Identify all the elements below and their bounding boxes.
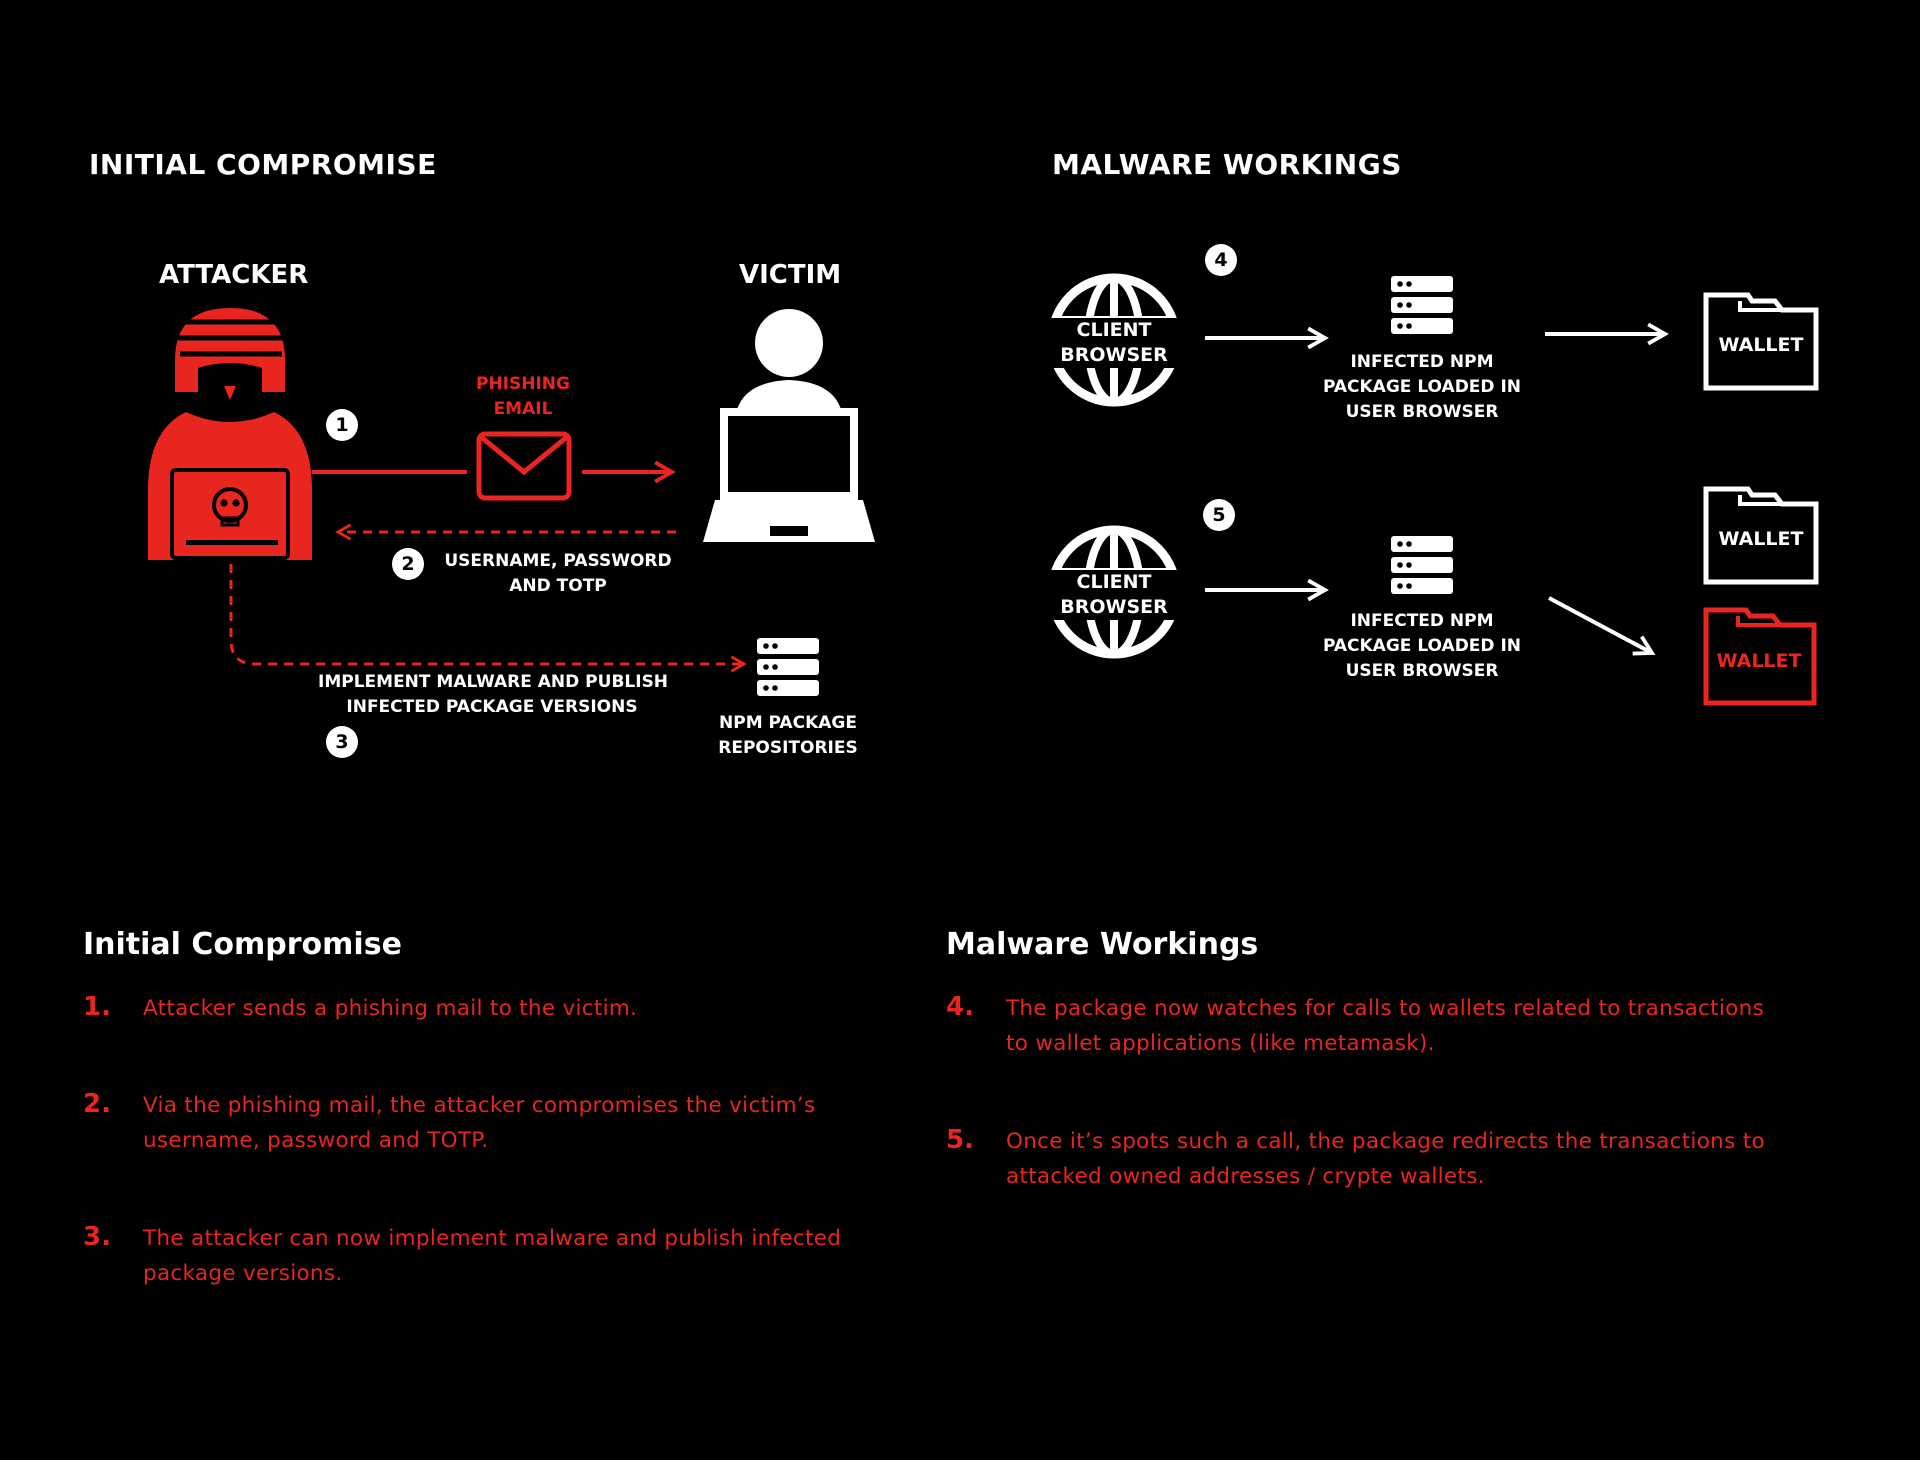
npm-repositories-label: NPM PACKAGE REPOSITORIES xyxy=(718,713,858,758)
step-number: 4. xyxy=(946,992,974,1022)
wallet-folder-icon-4 xyxy=(1703,292,1819,391)
step-item-1: 1. Attacker sends a phishing mail to the… xyxy=(83,991,637,1026)
skull-icon xyxy=(212,487,248,527)
wallet-label-5b-attacker: WALLET xyxy=(1716,650,1802,672)
attacker-label: ATTACKER xyxy=(159,260,309,290)
step-number: 1. xyxy=(83,992,111,1022)
step-item-5: 5. Once it’s spots such a call, the pack… xyxy=(946,1124,1765,1194)
wallet-label-5a: WALLET xyxy=(1718,528,1804,550)
malware-publish-label: IMPLEMENT MALWARE AND PUBLISH INFECTED P… xyxy=(318,672,669,717)
step-badge-1: 1 xyxy=(326,409,358,441)
infected-package-label-4: INFECTED NPM PACKAGE LOADED IN USER BROW… xyxy=(1322,352,1522,422)
envelope-icon xyxy=(476,431,572,501)
client-browser-label-5: CLIENT BROWSER xyxy=(1039,570,1189,620)
wallet-label-4: WALLET xyxy=(1718,334,1804,356)
step-item-2: 2. Via the phishing mail, the attacker c… xyxy=(83,1088,815,1158)
credentials-label: USERNAME, PASSWORD AND TOTP xyxy=(444,551,672,596)
step-number: 2. xyxy=(83,1089,111,1119)
phishing-email-label: PHISHING EMAIL xyxy=(476,374,570,419)
infected-package-server-icon-4 xyxy=(1391,276,1453,334)
step-item-3: 3. The attacker can now implement malwar… xyxy=(83,1221,841,1291)
step-text: The attacker can now implement malware a… xyxy=(143,1226,842,1286)
infected-package-label-5: INFECTED NPM PACKAGE LOADED IN USER BROW… xyxy=(1322,611,1522,681)
client-browser-label-4: CLIENT BROWSER xyxy=(1039,318,1189,368)
step-item-4: 4. The package now watches for calls to … xyxy=(946,991,1764,1061)
step-badge-4: 4 xyxy=(1205,244,1237,276)
step-badge-2: 2 xyxy=(392,548,424,580)
attacker-icon xyxy=(148,308,312,560)
step-text: Via the phishing mail, the attacker comp… xyxy=(143,1093,816,1153)
step-badge-3: 3 xyxy=(326,726,358,758)
step-badge-5: 5 xyxy=(1203,499,1235,531)
step-text: Once it’s spots such a call, the package… xyxy=(1006,1129,1765,1189)
wallet-folder-icon-5b-attacker xyxy=(1703,607,1817,706)
step-text: Attacker sends a phishing mail to the vi… xyxy=(143,996,638,1021)
diagram-title-initial-compromise: INITIAL COMPROMISE xyxy=(89,148,437,181)
step-number: 3. xyxy=(83,1222,111,1252)
step-number: 5. xyxy=(946,1125,974,1155)
text-title-malware-workings: Malware Workings xyxy=(946,927,1259,962)
redirect-arrow xyxy=(1548,596,1656,656)
victim-label: VICTIM xyxy=(739,260,842,290)
infected-package-server-icon-5 xyxy=(1391,536,1453,594)
wallet-folder-icon-5a xyxy=(1703,486,1819,585)
diagram-title-malware-workings: MALWARE WORKINGS xyxy=(1052,148,1402,181)
victim-icon xyxy=(703,309,875,542)
malware-publish-arrow xyxy=(229,564,747,673)
step-text: The package now watches for calls to wal… xyxy=(1006,996,1765,1056)
text-title-initial-compromise: Initial Compromise xyxy=(83,927,402,962)
npm-repo-server-icon xyxy=(757,638,819,696)
